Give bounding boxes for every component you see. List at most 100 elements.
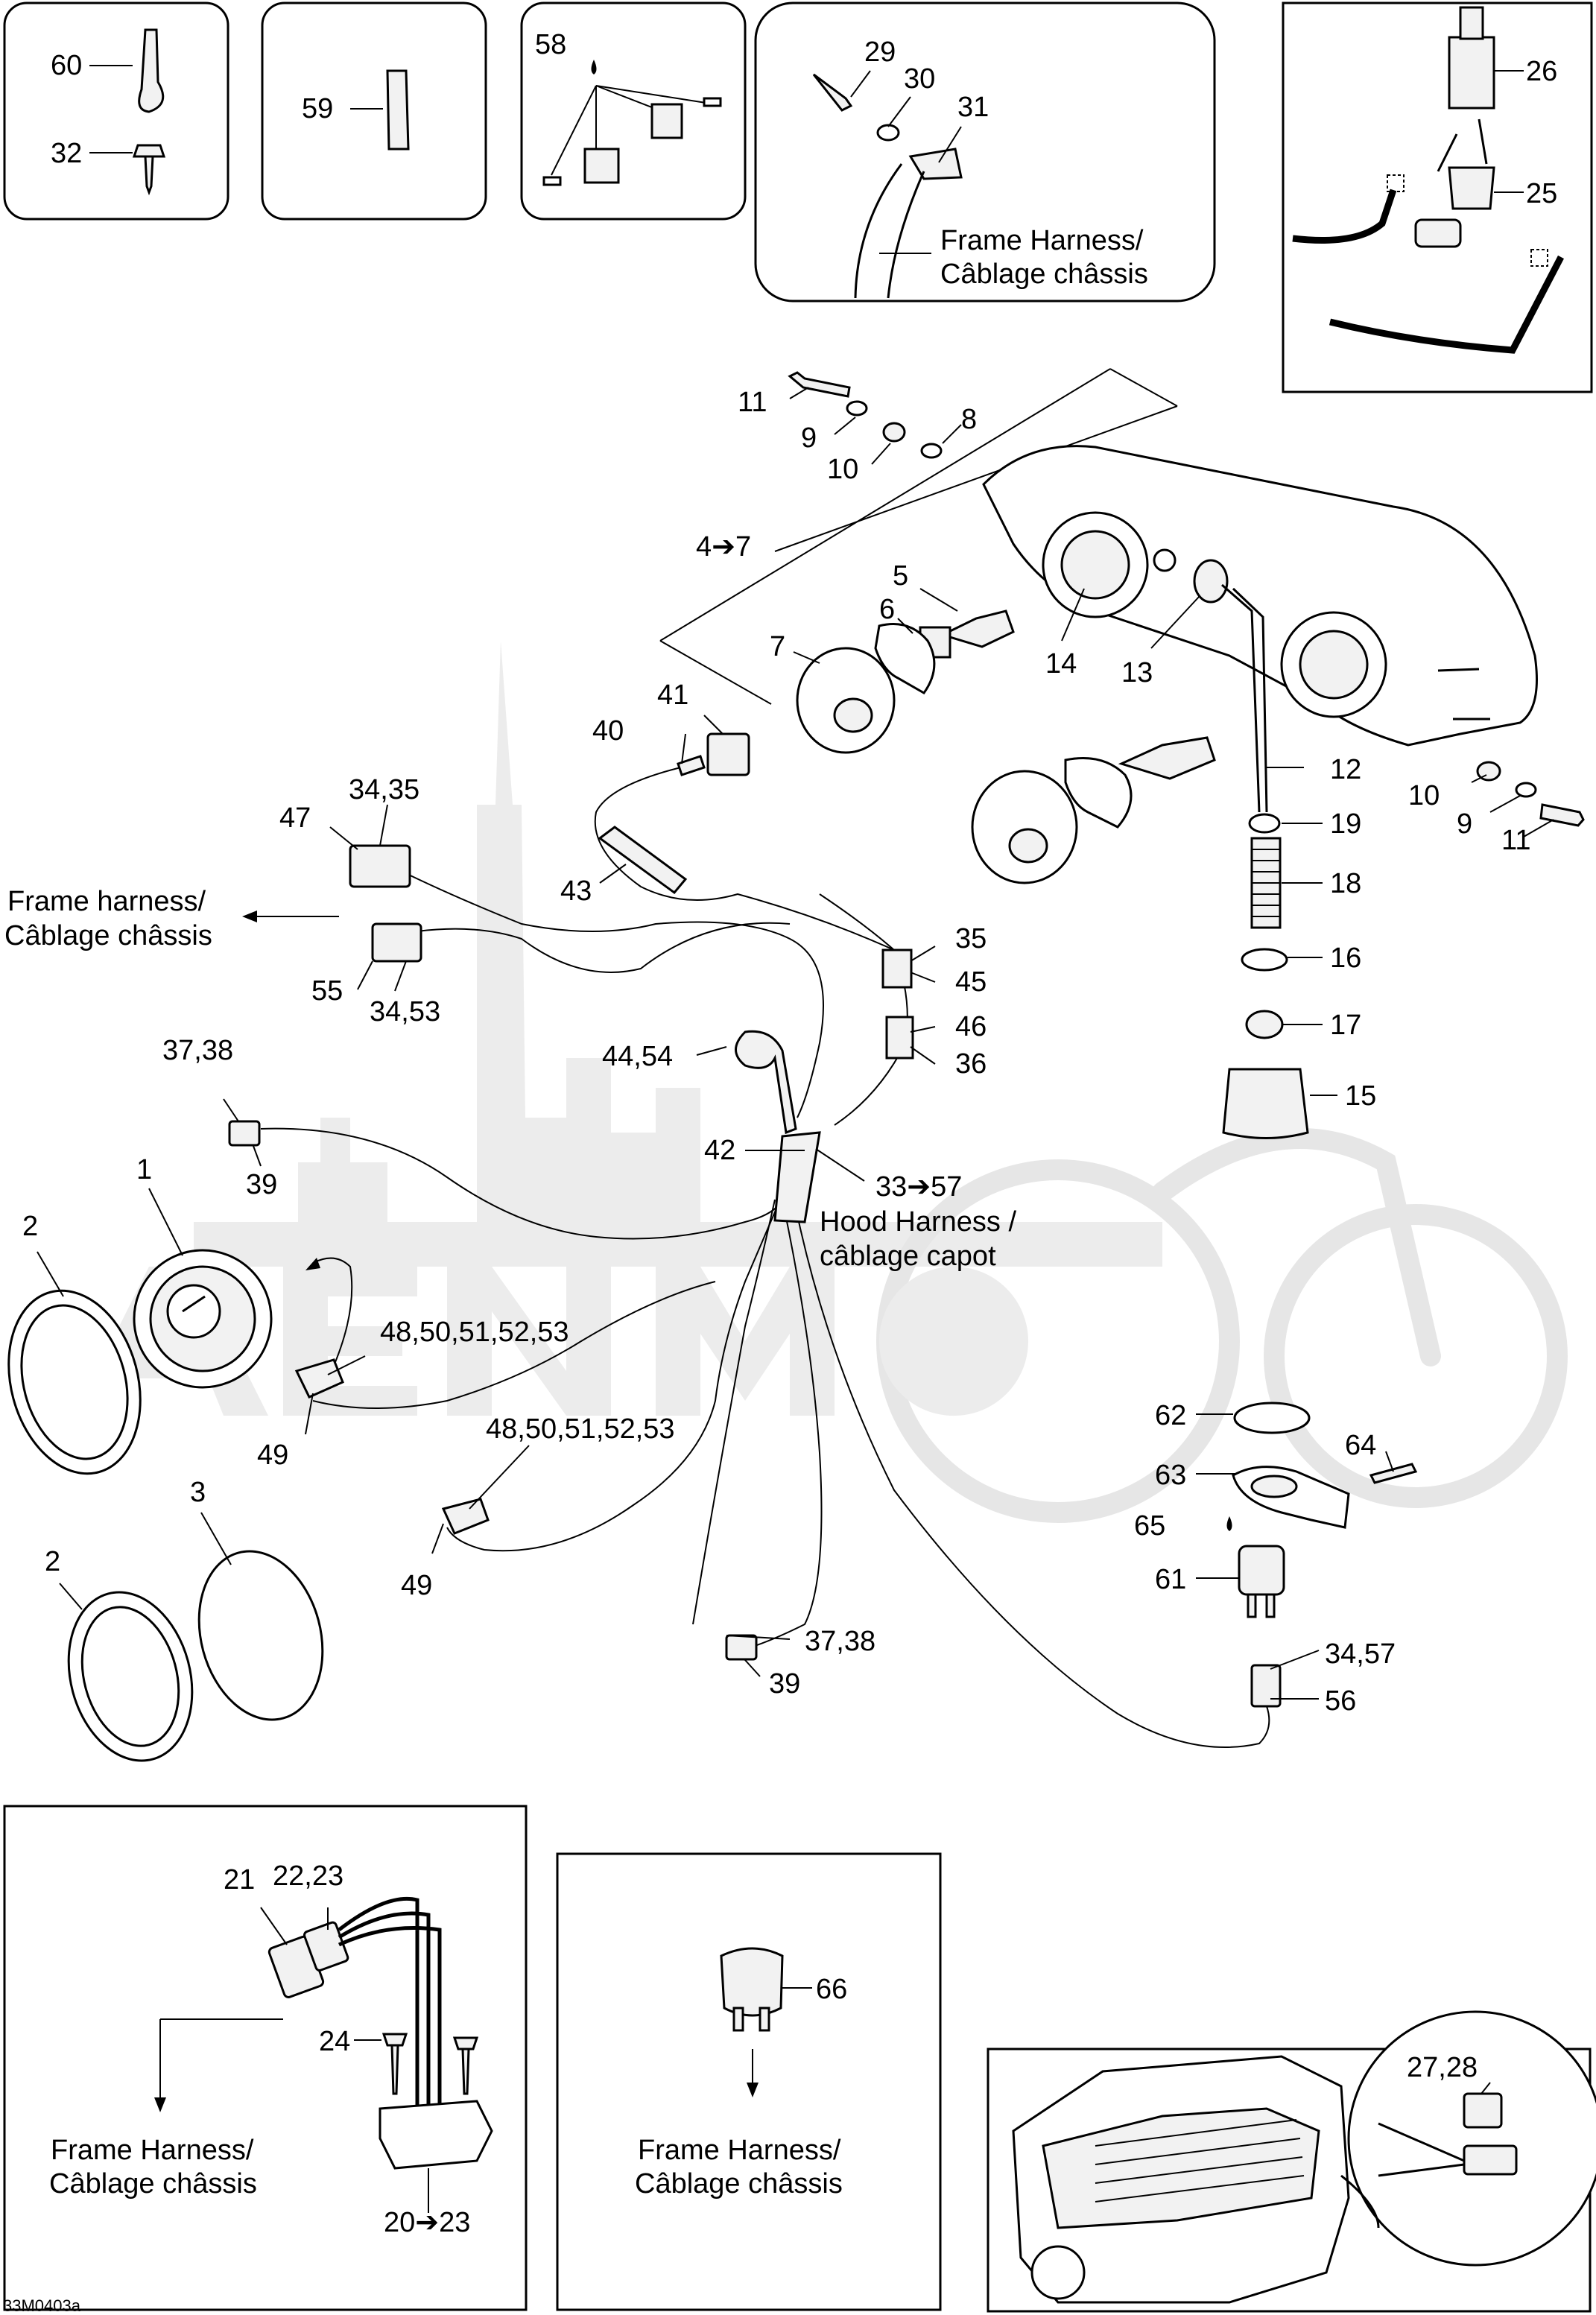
detail-circle [1347, 2010, 1596, 2267]
callout-41: 41 [657, 680, 688, 711]
callout-11: 11 [738, 387, 767, 418]
connector-icon [371, 922, 422, 963]
callout-1: 1 [136, 1154, 152, 1185]
clip-icon [908, 148, 963, 180]
note-frame-harness-box1: Frame Harness/Câblage châssis [49, 2135, 257, 2200]
callout-26: 26 [1526, 56, 1557, 87]
connector-icon [1250, 1664, 1282, 1708]
callout-15: 15 [1345, 1080, 1376, 1112]
connector-icon [881, 949, 913, 989]
callout-55: 55 [311, 975, 343, 1007]
washer-icon [876, 124, 900, 142]
callout-33-57: 33➔57 [875, 1171, 962, 1203]
switch-mount: 62 63 64 65 61 [1134, 1400, 1418, 1618]
callout-43: 43 [560, 875, 592, 907]
connector-icon [294, 1358, 344, 1399]
connector-icon [1463, 2092, 1503, 2129]
callout-30: 30 [904, 63, 935, 95]
bolt-icon [788, 371, 851, 398]
callout-29: 29 [864, 37, 896, 68]
callout-37-38: 37,38 [162, 1035, 233, 1066]
callout-12: 12 [1330, 754, 1361, 785]
connector-icon [583, 148, 620, 184]
instrument-cluster: 2 1 48,50,51,52,53 49 48,50,51,52,53 49 … [7, 1154, 675, 1762]
callout-8: 8 [961, 404, 977, 435]
callout-31: 31 [957, 92, 989, 123]
drop-icon [591, 60, 597, 75]
box-regulator: 21 22,23 24 20➔23 Frame Harness/Câblage … [3, 1805, 528, 2311]
callout-11-right: 11 [1501, 825, 1530, 856]
screw-icon [132, 144, 166, 196]
callout-35: 35 [955, 923, 987, 954]
callout-42: 42 [704, 1135, 735, 1166]
callout-24: 24 [319, 2026, 350, 2057]
callout-47: 47 [279, 802, 311, 834]
nut-icon [882, 422, 906, 443]
callout-34-35: 34,35 [349, 774, 419, 805]
connector-icon [441, 1498, 490, 1535]
note-frame-harness-box2: Frame Harness/Câblage châssis [635, 2135, 843, 2200]
callout-34-57: 34,57 [1325, 1638, 1396, 1670]
cable-tie-icon [735, 1030, 797, 1135]
drop-icon [1226, 1516, 1232, 1531]
box-engine: 27,28 [987, 2010, 1596, 2313]
callout-25: 25 [1526, 178, 1557, 209]
callout-10-right: 10 [1408, 780, 1440, 811]
connector-icon [650, 103, 683, 139]
callout-13: 13 [1121, 657, 1153, 688]
switch-icon [1448, 36, 1495, 110]
callout-64: 64 [1345, 1430, 1376, 1461]
callout-61: 61 [1155, 1564, 1186, 1595]
valve-icon [1448, 166, 1495, 210]
hood-harness: 41 40 43 34,35 47 55 34,53 Frame harness… [4, 680, 1396, 1748]
callout-27-28: 27,28 [1407, 2052, 1478, 2083]
lens-icon [197, 1550, 324, 1721]
callout-10: 10 [827, 454, 858, 485]
callout-18: 18 [1330, 868, 1361, 899]
box-switch: 26 25 [1282, 1, 1593, 393]
callout-49-lower: 49 [401, 1570, 432, 1601]
switch-icon [1238, 1545, 1285, 1596]
callout-20-23: 20➔23 [384, 2207, 470, 2238]
callout-62: 62 [1155, 1400, 1186, 1431]
callout-39-lower: 39 [769, 1668, 800, 1700]
bolt-icon [381, 2033, 408, 2095]
note-frame-harness-left: Frame harness/Câblage châssis [4, 886, 212, 951]
callout-65: 65 [1134, 1510, 1165, 1542]
box-connector-kit: 58 [520, 1, 747, 221]
callout-48-53-lower: 48,50,51,52,53 [486, 1413, 675, 1445]
sleeve-icon [598, 826, 688, 895]
callout-48-53: 48,50,51,52,53 [380, 1317, 569, 1348]
sleeve-icon [386, 69, 410, 151]
connector-icon [706, 732, 750, 776]
callout-17: 17 [1330, 1010, 1361, 1041]
callout-66: 66 [816, 1974, 847, 2005]
box-sleeve: 59 [261, 1, 487, 221]
grommet-icon [1193, 559, 1229, 604]
drawing-code: 33M0403a [3, 2296, 81, 2315]
callout-36: 36 [955, 1048, 987, 1080]
callout-40: 40 [592, 715, 624, 747]
box-sensor: 66 Frame Harness/Câblage châssis [556, 1852, 942, 2311]
connector-icon [725, 1634, 758, 1661]
callout-49: 49 [257, 1440, 288, 1471]
connector-icon [1463, 2144, 1518, 2176]
callout-39: 39 [246, 1169, 277, 1200]
rivet-icon [812, 73, 853, 112]
bulb-icon [939, 609, 1015, 648]
callout-58: 58 [535, 29, 566, 60]
callout-37-38-lower: 37,38 [805, 1626, 875, 1657]
callout-5: 5 [893, 560, 908, 592]
note-hood-harness: Hood Harness /câblage capot [820, 1206, 1016, 1272]
callout-46: 46 [955, 1011, 987, 1042]
callout-34-53: 34,53 [370, 996, 440, 1027]
screw-icon [1369, 1463, 1418, 1484]
callout-44-54: 44,54 [602, 1041, 673, 1072]
connector-icon [349, 844, 411, 888]
callout-63: 63 [1155, 1460, 1186, 1491]
callout-45: 45 [955, 966, 987, 998]
sleeve-icon [773, 1131, 821, 1223]
callout-3: 3 [190, 1477, 206, 1508]
nut-ring-icon [1233, 1402, 1311, 1434]
